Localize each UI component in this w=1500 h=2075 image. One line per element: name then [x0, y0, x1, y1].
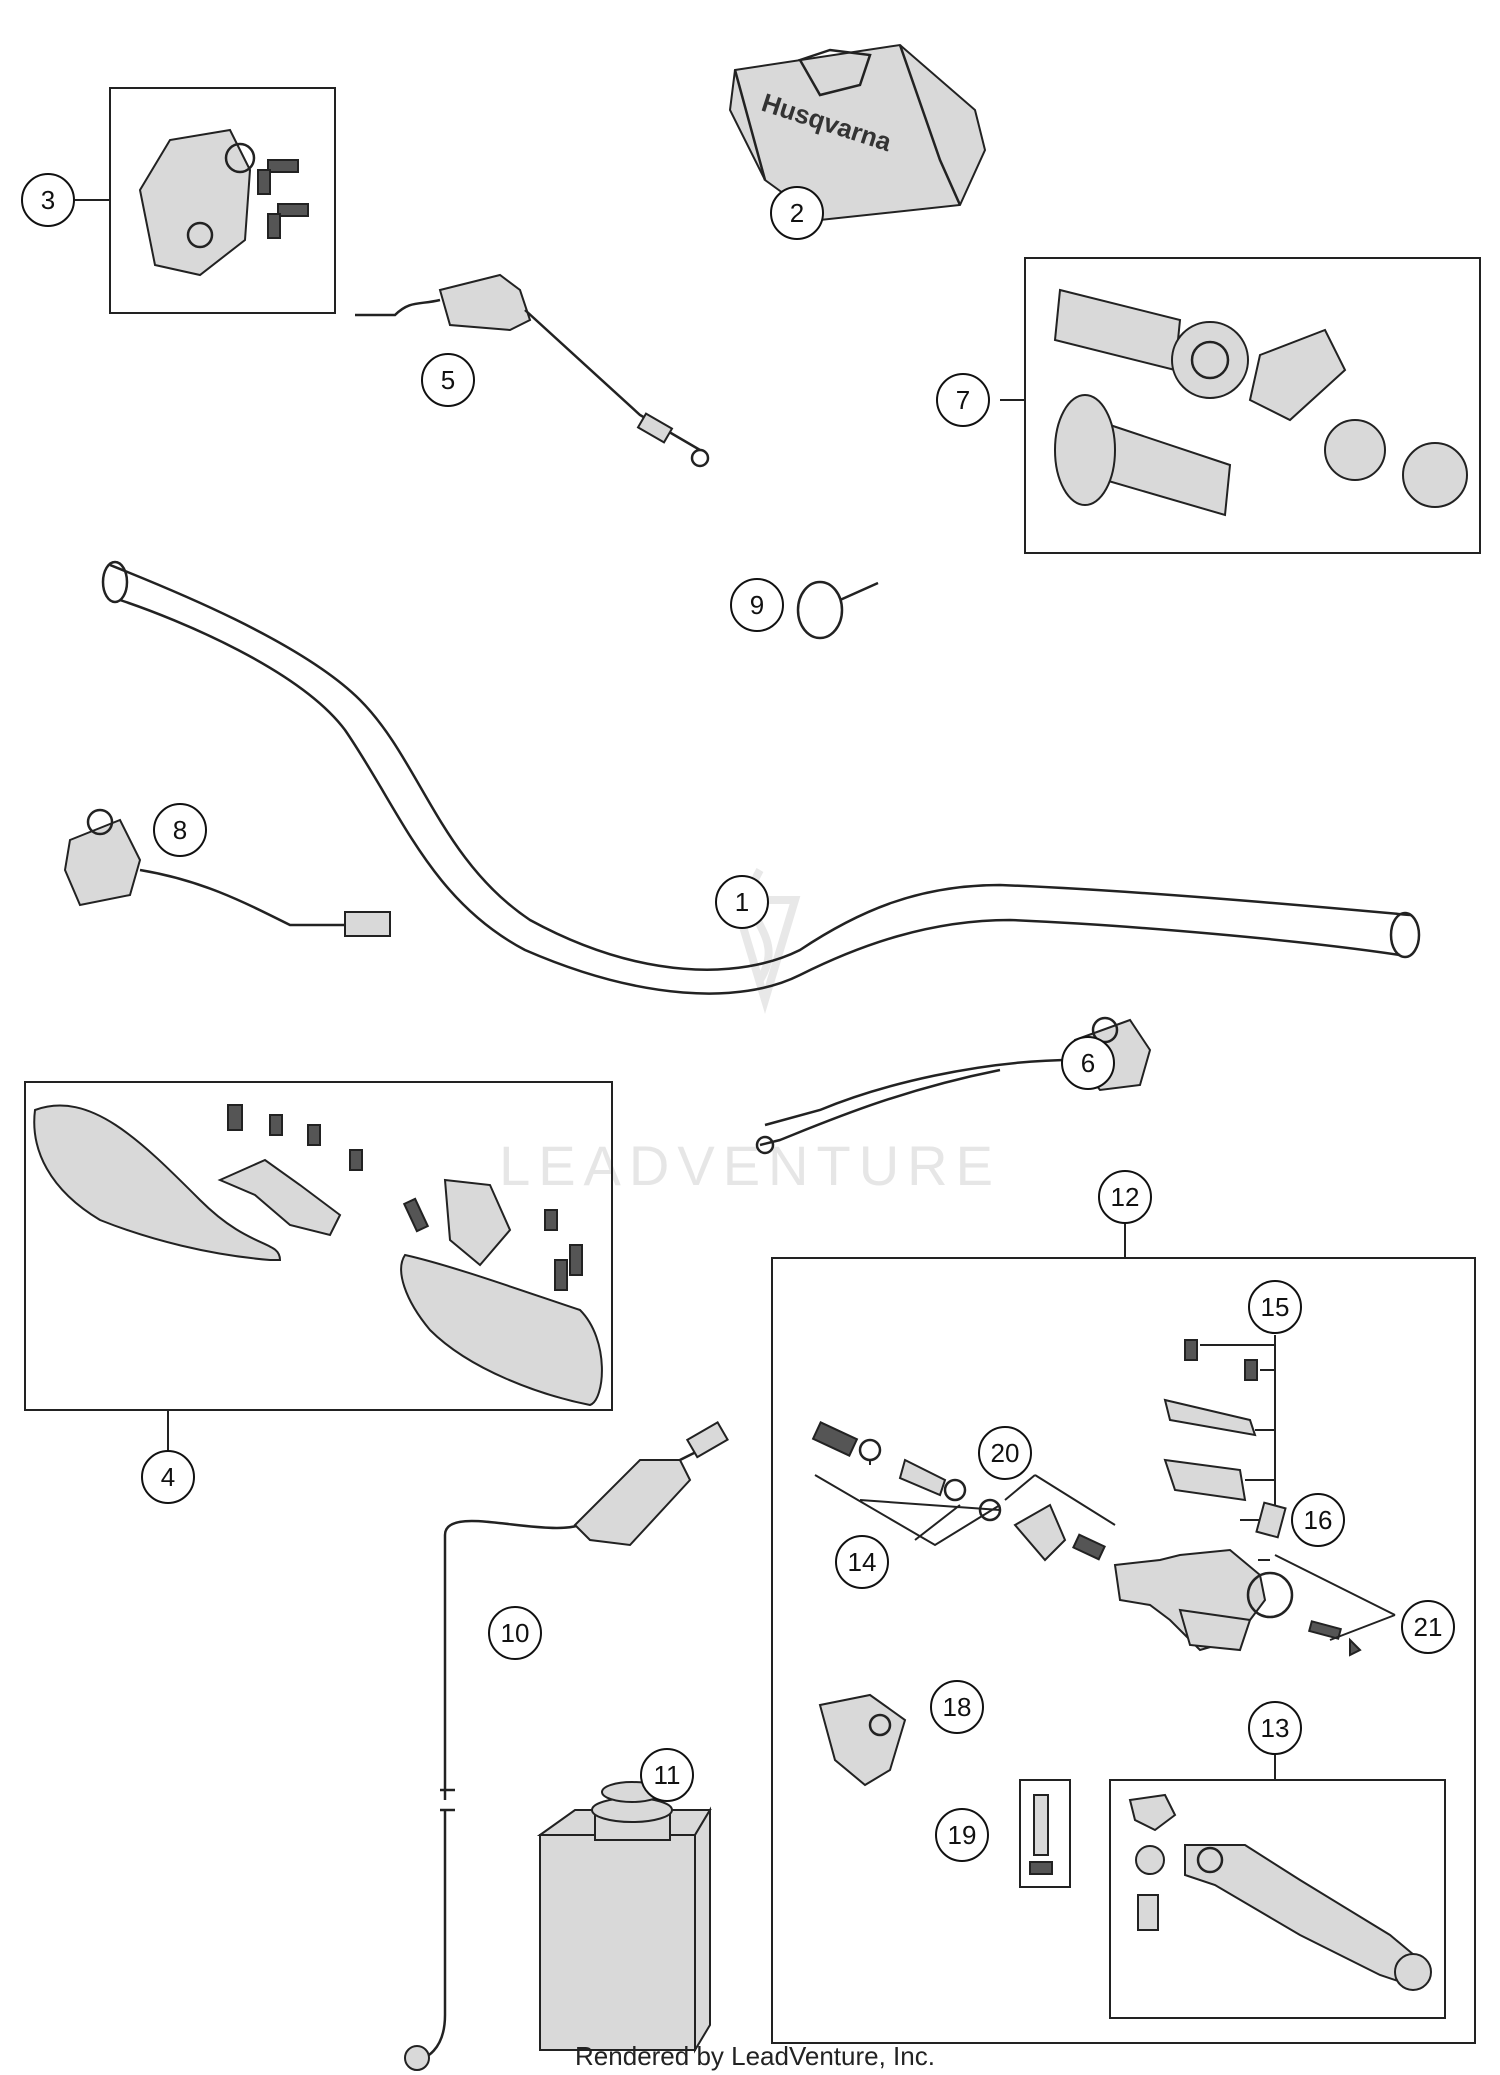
handlebar-pad: Husqvarna — [728, 43, 987, 222]
svg-text:1: 1 — [735, 887, 749, 917]
svg-text:5: 5 — [441, 365, 455, 395]
watermark-text: LEADVENTURE — [499, 1134, 1001, 1197]
svg-text:7: 7 — [956, 385, 970, 415]
svg-text:12: 12 — [1111, 1182, 1140, 1212]
piston-kit-part-14 — [811, 1421, 1002, 1547]
boot-part-20 — [1004, 1474, 1116, 1562]
callout-1: 1 — [715, 875, 769, 929]
handlebar — [101, 560, 1421, 995]
callout-21: 21 — [1401, 1600, 1455, 1654]
svg-text:16: 16 — [1304, 1505, 1333, 1535]
svg-text:19: 19 — [948, 1820, 977, 1850]
svg-text:3: 3 — [41, 185, 55, 215]
reservoir-cap-part-15 — [1163, 1335, 1276, 1521]
master-cylinder-part-16-21 — [1113, 1501, 1396, 1657]
footer-credit: Rendered by LeadVenture, Inc. — [575, 2041, 935, 2071]
svg-text:6: 6 — [1081, 1048, 1095, 1078]
clutch-hose-part-10 — [404, 1420, 729, 2071]
callout-7: 7 — [936, 373, 990, 427]
svg-text:15: 15 — [1261, 1292, 1290, 1322]
callout-20: 20 — [978, 1426, 1032, 1480]
callout-16: 16 — [1291, 1493, 1345, 1547]
svg-text:21: 21 — [1414, 1612, 1443, 1642]
box-part-12 — [771, 1257, 1476, 2044]
svg-text:4: 4 — [161, 1462, 175, 1492]
svg-text:9: 9 — [750, 590, 764, 620]
svg-text:8: 8 — [173, 815, 187, 845]
svg-text:2: 2 — [790, 198, 804, 228]
svg-text:10: 10 — [501, 1618, 530, 1648]
bolt-part-19 — [1029, 1794, 1053, 1875]
lever-part-13 — [1128, 1793, 1432, 1991]
svg-text:11: 11 — [654, 1760, 681, 1790]
callout-2: 2 — [770, 186, 824, 240]
switch-part-8 — [63, 808, 391, 937]
callout-6: 6 — [1061, 1036, 1115, 1090]
svg-text:18: 18 — [943, 1692, 972, 1722]
callout-12: 12 — [1098, 1170, 1152, 1224]
clamp-part-3 — [138, 128, 309, 277]
box-part-13 — [1109, 1779, 1446, 2019]
callout-19: 19 — [935, 1808, 989, 1862]
cable-part-5 — [355, 273, 710, 468]
callout-11: 11 — [640, 1748, 694, 1802]
callout-14: 14 — [835, 1535, 889, 1589]
svg-text:13: 13 — [1261, 1713, 1290, 1743]
handguards-part-4 — [33, 1104, 603, 1407]
oil-bottle-part-11 — [536, 1781, 712, 2054]
cover-part-18 — [818, 1693, 907, 1787]
box-part-19 — [1019, 1779, 1071, 1888]
callout-10: 10 — [488, 1606, 542, 1660]
callout-15: 15 — [1248, 1280, 1302, 1334]
callout-18: 18 — [930, 1680, 984, 1734]
callout-5: 5 — [421, 353, 475, 407]
box-part-4 — [24, 1081, 613, 1411]
callout-9: 9 — [730, 578, 784, 632]
callout-3: 3 — [21, 173, 75, 227]
svg-text:20: 20 — [991, 1438, 1020, 1468]
callout-8: 8 — [153, 803, 207, 857]
callout-13: 13 — [1248, 1701, 1302, 1755]
grips-part-7 — [1053, 288, 1468, 517]
cable-tie-part-9 — [796, 580, 879, 640]
callout-4: 4 — [141, 1450, 195, 1504]
svg-text:14: 14 — [848, 1547, 877, 1577]
box-part-7 — [1024, 257, 1481, 554]
